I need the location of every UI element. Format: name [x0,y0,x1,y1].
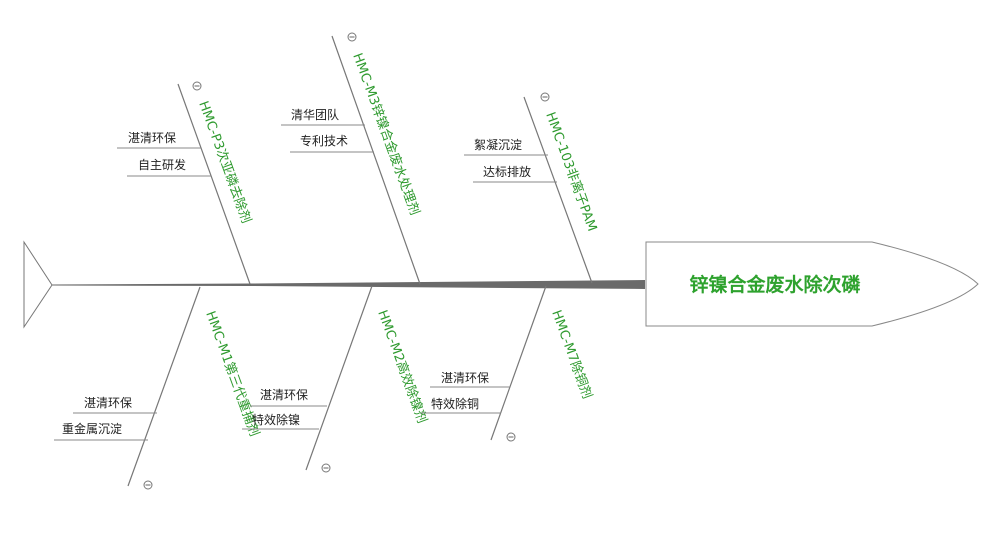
branch-103: HMC-103非离子PAM 絮凝沉淀 达标排放 [464,92,600,284]
branch-m7: HMC-M7除铜剂 湛清环保 特效除铜 [421,285,594,442]
branch-m3: HMC-M3锌镍合金废水处理剂 清华团队 专利技术 [281,32,423,285]
fish-head [645,241,979,327]
branch-m3-bone [331,35,421,285]
branch-p3-sub-1: 湛清环保 [128,131,176,145]
branch-103-bone [523,96,593,284]
branch-103-collapse-icon[interactable] [540,92,550,102]
branch-m1-sub-1: 湛清环保 [84,396,132,410]
branch-m3-sub-2: 专利技术 [300,133,348,148]
branch-m1: HMC-M1第三代重捕剂 湛清环保 重金属沉淀 [54,286,263,490]
branch-m1-sub-2: 重金属沉淀 [62,421,122,436]
branch-m2-sub-2: 特效除镍 [252,412,300,427]
branch-m7-sub-2: 特效除铜 [431,396,479,411]
branch-m2-sub-1: 湛清环保 [260,388,308,402]
branch-m2-bone [305,285,373,471]
fish-spine [52,280,645,289]
branch-103-sub-2: 达标排放 [483,164,531,179]
branch-p3-bone [177,83,251,285]
head-title: 锌镍合金废水除次磷 [689,273,860,296]
branch-p3-sub-2: 自主研发 [138,157,186,172]
branch-m2-collapse-icon[interactable] [321,463,331,473]
branch-m7-bone [490,285,547,441]
branch-m1-bone [127,286,201,487]
branch-m1-collapse-icon[interactable] [143,480,153,490]
branch-m3-label: HMC-M3锌镍合金废水处理剂 [349,51,423,217]
branch-m7-label: HMC-M7除铜剂 [548,308,594,401]
branch-m3-collapse-icon[interactable] [347,32,357,42]
branch-m2: HMC-M2高效除镍剂 湛清环保 特效除镍 [242,285,430,473]
branch-p3-label: HMC-P3次亚磷去除剂 [195,99,254,226]
branch-m7-collapse-icon[interactable] [506,432,516,442]
branch-m7-sub-1: 湛清环保 [441,371,489,385]
branch-m2-label: HMC-M2高效除镍剂 [374,308,430,426]
fish-tail [23,240,53,329]
branch-p3-collapse-icon[interactable] [192,81,202,91]
branch-103-sub-1: 絮凝沉淀 [474,137,522,152]
branch-p3: HMC-P3次亚磷去除剂 湛清环保 自主研发 [117,81,254,285]
branch-m3-sub-1: 清华团队 [291,107,339,122]
